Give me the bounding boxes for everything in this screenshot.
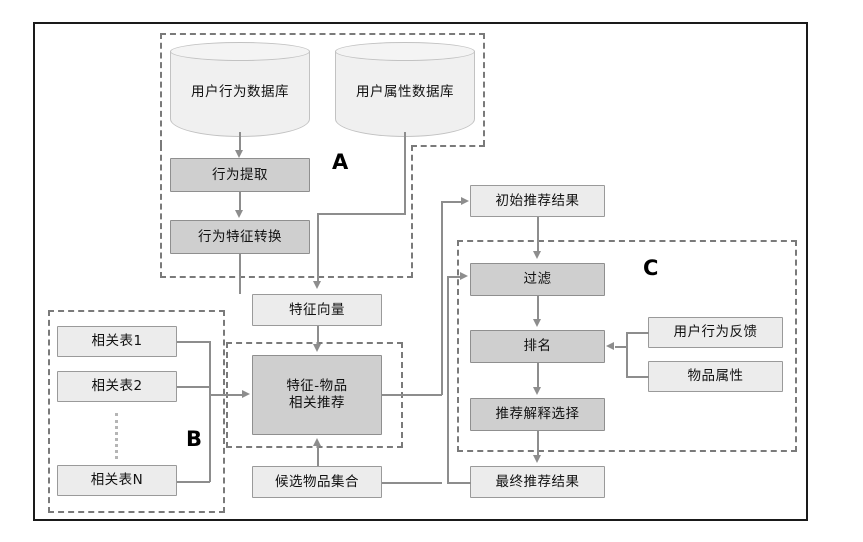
feature-item-rec-line-1: 特征-物品 <box>286 378 348 395</box>
connector-candidates-right <box>382 482 442 484</box>
node-rec-explanation-select[interactable]: 推荐解释选择 <box>470 398 605 431</box>
arrowhead-tables-to-rec <box>242 390 250 398</box>
connector-explain-to-final <box>537 431 539 457</box>
connector-db-to-extract <box>239 132 241 152</box>
region-a-upper <box>160 33 485 146</box>
arrowhead-initial-to-filter <box>533 251 541 259</box>
connector-table1-out <box>177 341 210 343</box>
node-ranking[interactable]: 排名 <box>470 330 605 363</box>
node-behavior-feature-transform[interactable]: 行为特征转换 <box>170 220 310 254</box>
connector-tables-bus-to-rec <box>209 394 243 396</box>
arrowhead-extract-to-transform <box>235 210 243 218</box>
feature-item-rec-line-2: 相关推荐 <box>289 395 345 411</box>
connector-loop-to-filter <box>447 276 461 278</box>
connector-rec-right <box>382 394 442 396</box>
arrowhead-loop-to-filter <box>460 272 468 280</box>
node-related-table-n[interactable]: 相关表N <box>57 465 177 496</box>
connector-loop-bottom <box>447 482 471 484</box>
region-a-step-edge <box>411 145 485 147</box>
region-a-label: A <box>332 150 349 174</box>
node-feature-vector[interactable]: 特征向量 <box>252 294 382 326</box>
node-behavior-extract[interactable]: 行为提取 <box>170 158 310 192</box>
connector-itemattr-left <box>626 376 649 378</box>
connector-transform-to-featurevector <box>239 254 241 294</box>
connector-feedback-down <box>626 332 628 347</box>
arrowhead-ranking-to-explain <box>533 387 541 395</box>
node-initial-rec-result[interactable]: 初始推荐结果 <box>470 185 605 217</box>
node-feature-item-recommendation-text: 特征-物品 相关推荐 <box>286 378 347 412</box>
node-item-attribute[interactable]: 物品属性 <box>648 361 783 392</box>
arrowhead-feedback-to-ranking <box>606 342 614 350</box>
arrowhead-attrdb-to-featurevector <box>313 281 321 289</box>
node-related-table-2[interactable]: 相关表2 <box>57 371 177 402</box>
connector-tables-bus <box>209 341 211 482</box>
connector-rec-up <box>441 201 443 395</box>
db-user-behavior[interactable]: 用户行为数据库 <box>170 42 310 137</box>
region-b-label: B <box>186 427 203 451</box>
connector-extract-to-transform <box>239 192 241 212</box>
connector-table2-out <box>177 386 210 388</box>
connector-featurevector-to-rec <box>317 326 319 345</box>
arrowhead-featurevector-to-rec <box>313 344 321 352</box>
db-user-attribute-label: 用户属性数据库 <box>356 83 454 100</box>
cylinder-top <box>170 42 310 61</box>
region-c-label: C <box>643 256 659 280</box>
connector-loop-left <box>447 276 449 483</box>
node-filter[interactable]: 过滤 <box>470 263 605 296</box>
connector-rec-to-initial <box>441 201 462 203</box>
region-b <box>48 310 225 513</box>
connector-feedback-to-ranking <box>615 346 627 348</box>
connector-attrdb-left <box>317 213 406 215</box>
region-c <box>457 240 797 452</box>
arrowhead-db-to-extract <box>235 150 243 158</box>
connector-feedback-left <box>626 332 649 334</box>
node-final-rec-result[interactable]: 最终推荐结果 <box>470 466 605 498</box>
cylinder-top <box>335 42 475 61</box>
cylinder-body <box>335 51 475 137</box>
connector-filter-to-ranking <box>537 296 539 321</box>
connector-candidates-to-rec <box>317 446 319 466</box>
node-related-table-1[interactable]: 相关表1 <box>57 326 177 357</box>
connector-attrdb-to-featurevector <box>317 213 319 281</box>
node-feature-item-recommendation[interactable]: 特征-物品 相关推荐 <box>252 355 382 435</box>
arrowhead-rec-to-initial <box>461 197 469 205</box>
connector-initial-to-filter <box>537 217 539 253</box>
connector-attrdb-down <box>404 132 406 214</box>
region-a-lower <box>160 145 413 278</box>
node-user-behavior-feedback[interactable]: 用户行为反馈 <box>648 317 783 348</box>
arrowhead-candidates-to-rec <box>313 438 321 446</box>
db-user-behavior-label: 用户行为数据库 <box>191 83 289 100</box>
db-user-attribute[interactable]: 用户属性数据库 <box>335 42 475 137</box>
connector-tablen-out <box>177 481 210 483</box>
connector-ranking-to-explain <box>537 363 539 389</box>
connector-itemattr-up <box>626 346 628 377</box>
arrowhead-filter-to-ranking <box>533 319 541 327</box>
node-candidate-item-set[interactable]: 候选物品集合 <box>252 466 382 498</box>
arrowhead-explain-to-final <box>533 455 541 463</box>
ellipsis-related-tables <box>115 413 121 459</box>
